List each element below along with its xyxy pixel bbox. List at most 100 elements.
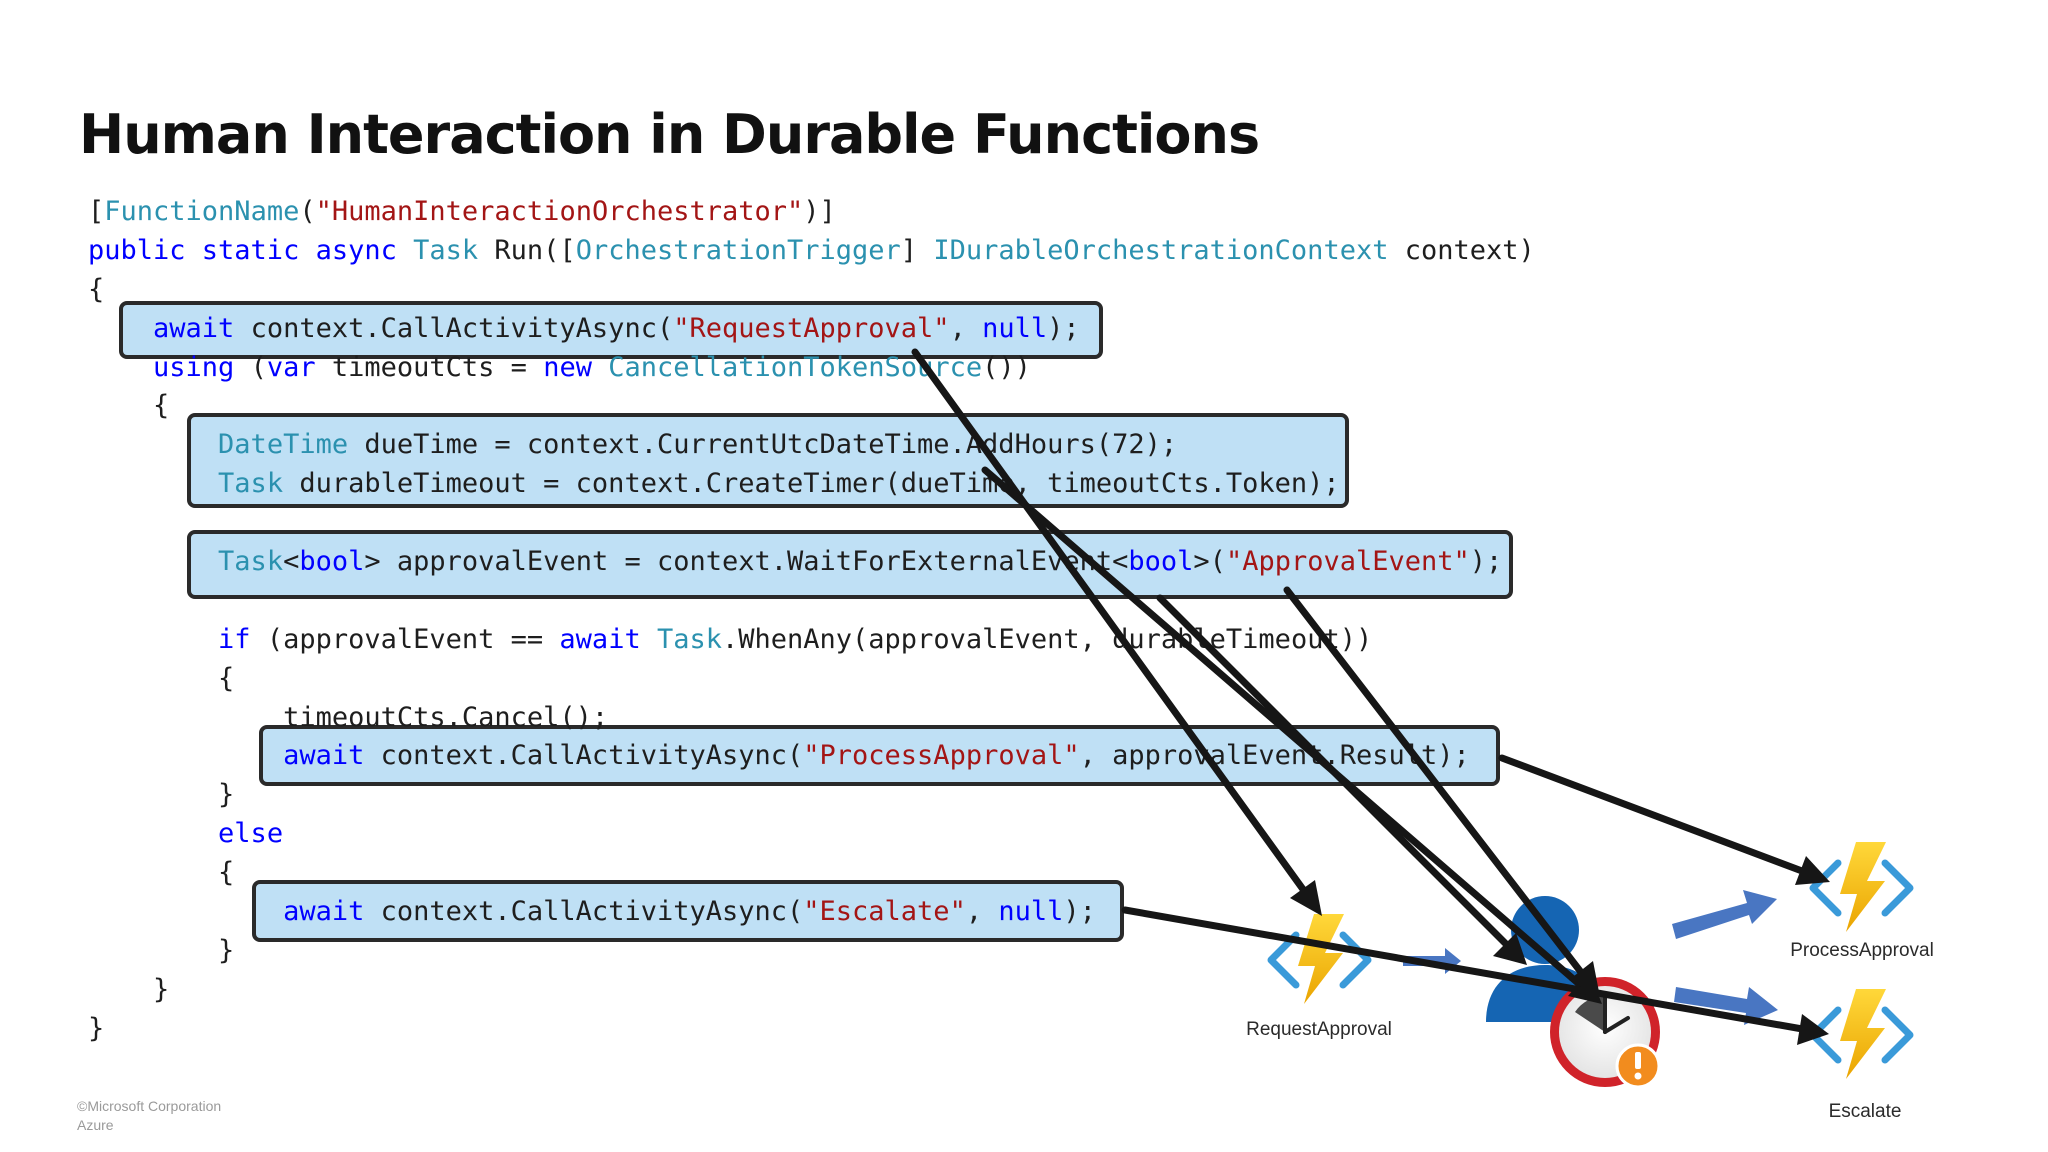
code-token: "ApprovalEvent" [1225, 546, 1470, 578]
code-token: IDurableOrchestrationContext [933, 234, 1389, 266]
code-token: OrchestrationTrigger [575, 234, 901, 266]
code-token: )] [803, 196, 836, 227]
code-line: timeoutCts.Cancel(); [88, 699, 1535, 738]
code-line: else [88, 815, 1535, 854]
code-line: await context.CallActivityAsync("Process… [88, 737, 1535, 776]
code-token: } [218, 934, 235, 966]
connector-process-approval-to-icon [1498, 754, 1830, 885]
code-line: { [88, 271, 1535, 310]
code-token: Task [218, 468, 284, 500]
code-token: if [218, 623, 251, 655]
code-token: await [559, 623, 657, 655]
code-token: > approvalEvent = context.WaitForExterna… [364, 546, 1129, 578]
code-line: } [88, 971, 1535, 1010]
code-token: ( [234, 351, 267, 383]
footer: ©Microsoft Corporation Azure [77, 1097, 221, 1135]
code-token: timeoutCts = [315, 351, 544, 383]
code-line: using (var timeoutCts = new Cancellation… [88, 349, 1535, 388]
code-line: await context.CallActivityAsync("Request… [88, 310, 1535, 349]
code-token: var [266, 351, 316, 383]
code-line: } [88, 932, 1535, 971]
code-token: < [283, 546, 300, 578]
code-token: context.CallActivityAsync( [364, 740, 804, 772]
code-token: FunctionName [104, 196, 300, 227]
code-token: context) [1388, 234, 1535, 266]
code-token: ); [1469, 546, 1503, 578]
code-line: public static async Task Run([Orchestrat… [88, 232, 1535, 271]
code-block: [FunctionName("HumanInteractionOrchestra… [88, 193, 1535, 1049]
code-token: Task [218, 546, 284, 578]
code-token: DateTime [218, 429, 349, 461]
code-line: Task durableTimeout = context.CreateTime… [88, 465, 1535, 504]
code-token: public static async [88, 234, 414, 266]
code-token: "HumanInteractionOrchestrator" [315, 196, 804, 227]
code-line: { [88, 854, 1535, 893]
footer-copyright: ©Microsoft Corporation [77, 1098, 222, 1114]
footer-product: Azure [77, 1117, 114, 1133]
code-token: Task [413, 234, 479, 266]
slide-title: Human Interaction in Durable Functions [79, 103, 1260, 166]
code-token: } [218, 779, 235, 811]
code-token: , [949, 312, 983, 344]
code-line: if (approvalEvent == await Task.WhenAny(… [88, 621, 1535, 660]
code-token: { [218, 662, 235, 694]
code-token: >( [1193, 546, 1226, 578]
code-token: } [88, 1012, 105, 1044]
code-line: DateTime dueTime = context.CurrentUtcDat… [88, 426, 1535, 465]
code-token: await [153, 312, 235, 344]
code-token: .WhenAny(approvalEvent, durableTimeout)) [722, 623, 1373, 655]
code-token: null [982, 312, 1048, 344]
code-token: "Escalate" [803, 896, 966, 928]
code-line [88, 582, 1535, 621]
code-token: "RequestApproval" [673, 312, 950, 344]
code-line: await context.CallActivityAsync("Escalat… [88, 893, 1535, 932]
code-line: { [88, 660, 1535, 699]
code-token: context.CallActivityAsync( [364, 896, 804, 928]
code-token: } [153, 973, 170, 1005]
code-token: (approvalEvent == [250, 623, 560, 655]
label-request-approval: RequestApproval [1246, 1019, 1392, 1040]
label-escalate: Escalate [1828, 1101, 1902, 1122]
code-token: else [218, 818, 284, 850]
code-token: Run([ [478, 234, 576, 266]
code-line [88, 504, 1535, 543]
code-line: [FunctionName("HumanInteractionOrchestra… [88, 193, 1535, 232]
code-token: Task [656, 623, 722, 655]
timer-clock-icon [1550, 977, 1660, 1087]
warning-icon [1615, 1043, 1661, 1089]
code-line: } [88, 1010, 1535, 1049]
function-icon-process-approval [1809, 842, 1914, 932]
code-token: timeoutCts.Cancel(); [283, 701, 609, 733]
code-token: { [88, 273, 105, 305]
code-token: ); [1063, 896, 1096, 928]
code-token: ()) [982, 351, 1031, 383]
highlight-request-approval [119, 301, 1103, 359]
code-token: bool [299, 546, 365, 578]
flow-arrow-to-escalate [1674, 987, 1778, 1025]
code-token: await [283, 896, 365, 928]
code-token: ( [299, 196, 316, 227]
code-token: [ [88, 196, 105, 227]
code-token: , approvalEvent.Result); [1079, 740, 1470, 772]
code-line: Task<bool> approvalEvent = context.WaitF… [88, 543, 1535, 582]
code-token: , [965, 896, 999, 928]
code-token: "ProcessApproval" [803, 740, 1080, 772]
code-token: new [543, 351, 609, 383]
code-token: dueTime = context.CurrentUtcDateTime.Add… [348, 429, 1178, 461]
code-token: await [283, 740, 365, 772]
code-line: } [88, 776, 1535, 815]
code-token: CancellationTokenSource [608, 351, 983, 383]
code-token: { [153, 390, 170, 422]
code-token: bool [1128, 546, 1194, 578]
code-token: durableTimeout = context.CreateTimer(due… [283, 468, 1340, 500]
flow-arrow-to-process-approval [1672, 890, 1777, 939]
function-icon-escalate [1809, 989, 1914, 1079]
code-token: using [153, 351, 235, 383]
code-token: null [998, 896, 1064, 928]
label-process-approval: ProcessApproval [1790, 940, 1934, 961]
code-token: ); [1047, 312, 1080, 344]
code-token: ] [900, 234, 934, 266]
code-line: { [88, 387, 1535, 426]
code-token: context.CallActivityAsync( [234, 312, 674, 344]
code-token: { [218, 857, 235, 889]
